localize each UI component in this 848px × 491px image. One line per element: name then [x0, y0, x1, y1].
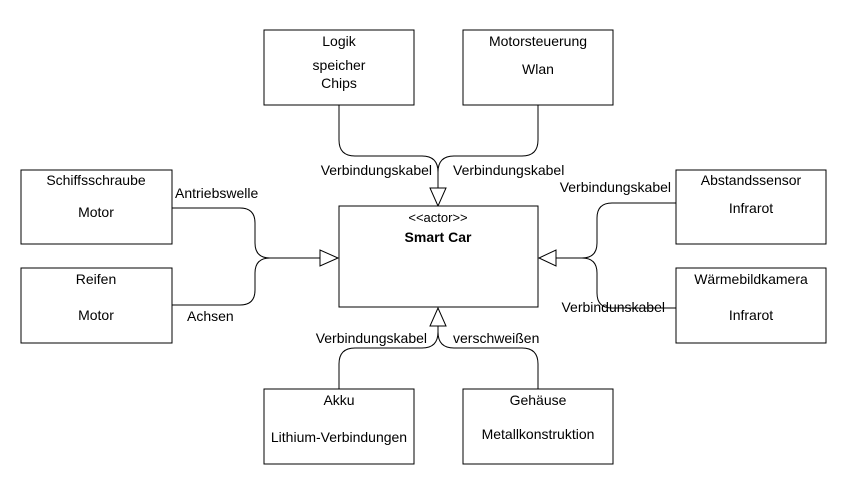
abstandssensor-line-1: Infrarot	[729, 200, 773, 216]
edge-label-abstandssensor: Verbindungskabel	[560, 179, 671, 195]
box-reifen	[20, 267, 173, 344]
motorsteuerung-line-1: Wlan	[522, 61, 554, 77]
abstandssensor-title: Abstandssensor	[701, 172, 802, 188]
box-logik	[263, 29, 415, 106]
connector-motorsteuerung	[437, 105, 539, 188]
edge-label-motorsteuerung: Verbindungskabel	[453, 162, 564, 178]
logik-line-2: Chips	[321, 75, 357, 91]
connector-gehaeuse	[437, 326, 539, 389]
connector-akku	[338, 326, 439, 389]
connector-waermebildkamera	[556, 257, 676, 309]
edge-label-schiffsschraube: Antriebswelle	[175, 185, 258, 201]
gehaeuse-title: Gehäuse	[510, 392, 567, 408]
box-schiffsschraube	[20, 169, 173, 245]
box-waermebildkamera	[675, 267, 827, 344]
edge-label-logik: Verbindungskabel	[321, 162, 432, 178]
akku-line-1: Lithium-Verbindungen	[271, 429, 407, 445]
edge-label-gehaeuse: verschweißen	[453, 330, 539, 346]
box-motorsteuerung	[462, 29, 614, 106]
connector-logik	[338, 105, 439, 188]
center-stereotype: <<actor>>	[408, 210, 467, 225]
box-abstandssensor	[675, 169, 827, 245]
arrowhead-top	[429, 187, 447, 208]
box-gehaeuse	[462, 388, 614, 465]
arrowhead-left	[319, 249, 340, 267]
waermebildkamera-line-1: Infrarot	[729, 307, 773, 323]
center-name: Smart Car	[405, 229, 472, 245]
waermebildkamera-title: Wärmebildkamera	[694, 271, 808, 287]
motorsteuerung-title: Motorsteuerung	[489, 33, 587, 49]
arrowhead-bottom	[429, 306, 447, 327]
edge-label-reifen: Achsen	[187, 308, 234, 324]
center-box	[338, 205, 539, 308]
reifen-line-1: Motor	[78, 307, 114, 323]
reifen-title: Reifen	[76, 271, 116, 287]
connector-reifen	[172, 257, 320, 306]
gehaeuse-line-1: Metallkonstruktion	[482, 426, 595, 442]
connector-abstandssensor	[556, 202, 676, 259]
box-akku	[263, 388, 415, 465]
akku-title: Akku	[323, 392, 354, 408]
edge-label-akku: Verbindungskabel	[316, 330, 427, 346]
connectors	[172, 105, 676, 389]
logik-title: Logik	[322, 33, 356, 49]
logik-line-1: speicher	[313, 57, 366, 73]
connector-schiffsschraube	[172, 207, 320, 259]
arrowhead-right	[537, 249, 557, 267]
edge-label-waermebildkamera: Verbindunskabel	[561, 299, 665, 315]
schiffsschraube-line-1: Motor	[78, 204, 114, 220]
schiffsschraube-title: Schiffsschraube	[46, 172, 146, 188]
